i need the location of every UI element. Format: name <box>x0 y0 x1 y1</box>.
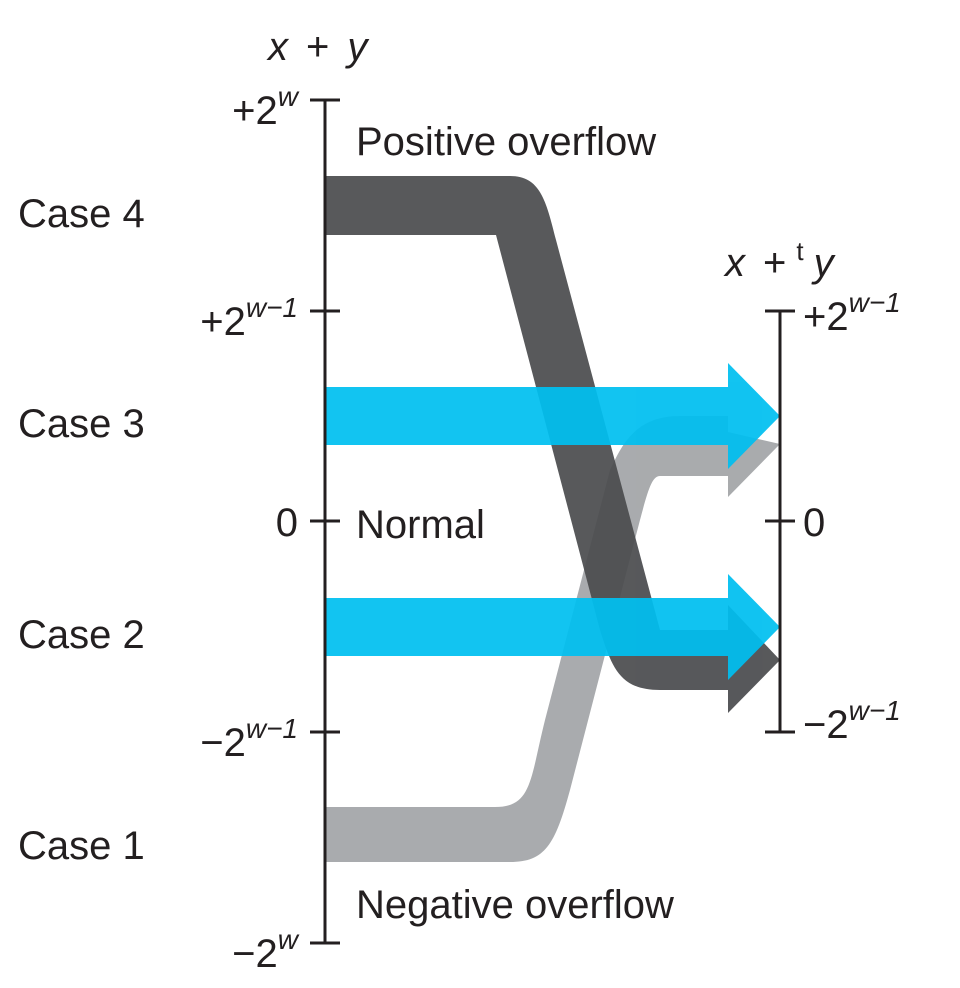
left-tick-label: 0 <box>276 501 298 545</box>
case-label-1: Case 1 <box>18 824 145 868</box>
case4-band <box>325 176 728 690</box>
case3-arrowhead <box>728 363 780 469</box>
case-label-3: Case 3 <box>18 402 145 446</box>
left-tick-label: −2w <box>232 924 300 976</box>
left-tick-label: +2w−1 <box>200 292 298 344</box>
case3-flow <box>325 363 780 469</box>
right-axis-title: x + t y <box>723 224 837 285</box>
right-title-op: + <box>763 241 786 285</box>
left-title-y: y <box>344 25 370 69</box>
right-tick-label: +2w−1 <box>803 287 901 339</box>
case2-arrowhead <box>728 574 780 680</box>
left-axis <box>310 98 340 945</box>
case3-band <box>325 387 728 445</box>
left-axis-title: x + y <box>266 24 370 69</box>
normal-label: Normal <box>356 503 485 547</box>
case-label-2: Case 2 <box>18 613 145 657</box>
left-title-op: + <box>306 25 329 69</box>
right-title-y: y <box>811 241 837 285</box>
case2-flow <box>325 574 780 680</box>
positive-overflow-label: Positive overflow <box>356 120 656 164</box>
left-tick-label: −2w−1 <box>200 713 298 765</box>
case2-band <box>325 598 728 656</box>
right-title-sup: t <box>796 236 804 266</box>
right-tick-label: −2w−1 <box>803 695 901 747</box>
negative-overflow-label: Negative overflow <box>356 883 674 927</box>
right-title-x: x <box>723 241 747 285</box>
left-title-x: x <box>266 25 290 69</box>
right-axis <box>765 309 795 734</box>
case-label-4: Case 4 <box>18 192 145 236</box>
right-tick-label: 0 <box>803 501 825 545</box>
left-tick-label: +2w <box>232 81 300 133</box>
